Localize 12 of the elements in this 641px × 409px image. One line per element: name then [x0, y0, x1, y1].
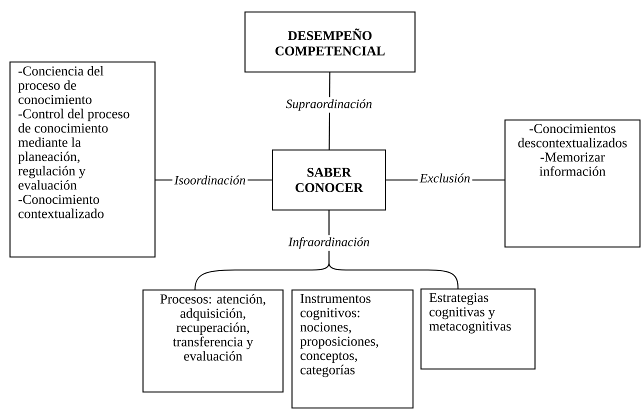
text-box: -Conciencia del proceso de conocimiento -Control del proceso de conocimiento mediante la planeación, regulación y evaluación -Conocimiento contextualizado [9, 61, 156, 258]
text-box: Estrategias cognitivas y metacognitivas [420, 288, 536, 370]
edge-label: Isoordinación [172, 173, 248, 186]
title-box: SABER CONOCER [272, 149, 386, 211]
text-box: Procesos: atención, adquisición, recuperación, transferencia y evaluación [142, 289, 284, 393]
text-box: -Conocimientos descontextualizados -Memorizar información [504, 119, 641, 248]
edge-label: Exclusión [418, 171, 472, 185]
edge-label: Supraordinación [284, 97, 374, 113]
edge-label: Infraordinación [286, 235, 372, 251]
text-box: Instrumentos cognitivos: nociones, proposiciones, conceptos, categorías [291, 289, 414, 409]
brace-connector [328, 210, 459, 288]
title-box: DESEMPEÑO COMPETENCIAL [244, 11, 416, 73]
